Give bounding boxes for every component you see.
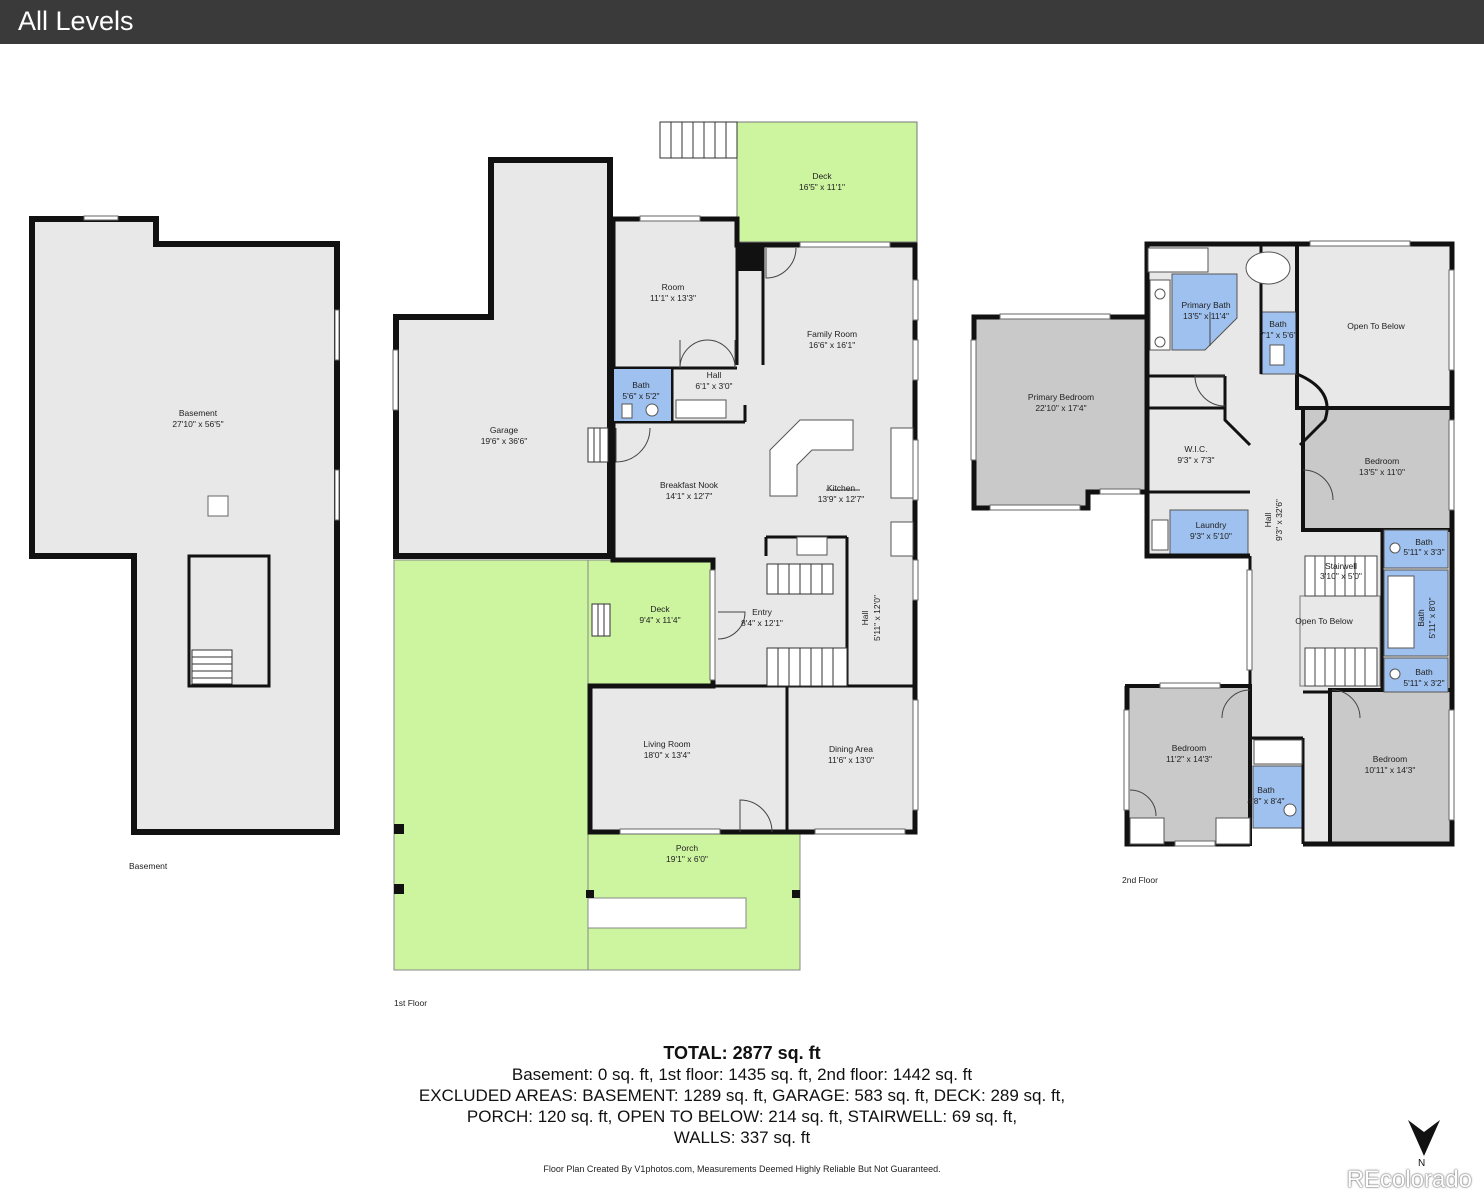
watermark-logo: REcolorado (1346, 1166, 1472, 1193)
summary-line-3: PORCH: 120 sq. ft, OPEN TO BELOW: 214 sq… (466, 1107, 1018, 1126)
bath-d-area (1252, 765, 1304, 829)
basement-area (29, 216, 340, 835)
room-name-deck-mid: Deck (650, 604, 670, 614)
room-size-bedroom-1: 13'5" x 11'0" (1359, 467, 1405, 477)
room-name-bath-b: Bath (1416, 609, 1426, 627)
room-size-entry: 8'4" x 12'1" (741, 618, 783, 628)
room-size-bath-c: 5'11" x 3'2" (1403, 678, 1444, 688)
room-size-deck-mid: 9'4" x 11'4" (639, 615, 680, 625)
room-size-bedroom-3: 10'11" x 14'3" (1365, 765, 1416, 775)
first-floor-plan: Deck 16'5" x 11'1" Room 11'1" x 13'3" Fa… (392, 121, 919, 1008)
room-name-dining: Dining Area (829, 744, 873, 754)
floor-label-second: 2nd Floor (1122, 875, 1158, 885)
primary-bath-area (1171, 273, 1238, 351)
compass-north-icon: N (1408, 1120, 1440, 1168)
room-name-hall: Hall (707, 370, 722, 380)
compass-letter: N (1418, 1158, 1425, 1168)
floor-label-basement: Basement (129, 861, 168, 871)
title-bar: All Levels (0, 0, 1484, 44)
plan-credit: Floor Plan Created By V1photos.com, Meas… (543, 1164, 941, 1174)
garage-area (393, 157, 613, 559)
room-name-stairwell: Stairwell (1325, 561, 1357, 571)
room-name-open-2: Open To Below (1295, 616, 1353, 626)
basement-stairs (191, 649, 233, 685)
room-name-bath-small: Bath (1269, 319, 1287, 329)
room-name-garage: Garage (490, 425, 519, 435)
room-size-bath-a: 5'11" x 3'3" (1403, 547, 1444, 557)
bedroom-1-area (1301, 406, 1454, 532)
room-name-bath: Bath (632, 380, 650, 390)
room-size-porch: 19'1" x 6'0" (666, 854, 708, 864)
room-size-wic: 9'3" x 7'3" (1177, 455, 1214, 465)
room-name-room: Room (662, 282, 685, 292)
room-name-bath-d: Bath (1257, 785, 1275, 795)
room-name-family: Family Room (807, 329, 857, 339)
room-size-bath-d: 4'8" x 8'4" (1247, 796, 1284, 806)
room-size-bedroom-2: 11'2" x 14'3" (1166, 754, 1212, 764)
room-size-nook: 14'1" x 12'7" (666, 491, 713, 501)
room-name-hall-2f: Hall (1263, 513, 1273, 528)
room-size-hall2: 5'11" x 12'0" (872, 595, 882, 641)
summary-line-4: WALLS: 337 sq. ft (673, 1128, 811, 1147)
room-size-garage: 19'6" x 36'6" (481, 436, 528, 446)
room-size-bath-small: 7'1" x 5'6" (1259, 330, 1296, 340)
laundry-area (1169, 509, 1249, 557)
room-size-dining: 11'6" x 13'0" (828, 755, 874, 765)
room-name-hall2: Hall (860, 611, 870, 626)
room-name-primary-bedroom: Primary Bedroom (1028, 392, 1094, 402)
summary-line-1: Basement: 0 sq. ft, 1st floor: 1435 sq. … (511, 1065, 973, 1084)
room-name-kitchen: Kitchen (827, 483, 856, 493)
room-name-wic: W.I.C. (1184, 444, 1207, 454)
room-name-laundry: Laundry (1196, 520, 1227, 530)
room-name-basement: Basement (179, 408, 218, 418)
floor-plan-drawing: Basement 27'10" x 56'5" Basement (29, 121, 1455, 1008)
room-name-bedroom-3: Bedroom (1373, 754, 1408, 764)
page-title: All Levels (18, 6, 134, 36)
room-name-deck-top: Deck (812, 171, 832, 181)
main-house-area (587, 216, 918, 835)
yard-area (393, 559, 591, 971)
room-name-bath-a: Bath (1415, 537, 1433, 547)
basement-plan: Basement 27'10" x 56'5" Basement (29, 215, 340, 871)
room-size-living: 18'0" x 13'4" (644, 750, 691, 760)
room-size-primary-bedroom: 22'10" x 17'4" (1035, 403, 1086, 413)
room-size-bath: 5'6" x 5'2" (622, 391, 659, 401)
room-size-kitchen: 13'9" x 12'7" (818, 494, 865, 504)
room-name-primary-bath: Primary Bath (1181, 300, 1230, 310)
room-name-nook: Breakfast Nook (660, 480, 719, 490)
room-size-bath-b: 5'11" x 8'0" (1427, 597, 1437, 638)
room-name-bedroom-1: Bedroom (1365, 456, 1400, 466)
room-size-room: 11'1" x 13'3" (650, 293, 696, 303)
bedroom-3-area (1328, 688, 1454, 846)
summary-total: TOTAL: 2877 sq. ft (663, 1043, 821, 1063)
floor-label-first: 1st Floor (394, 998, 427, 1008)
summary-line-2: EXCLUDED AREAS: BASEMENT: 1289 sq. ft, G… (418, 1086, 1066, 1105)
room-size-basement: 27'10" x 56'5" (172, 419, 223, 429)
room-name-bedroom-2: Bedroom (1172, 743, 1207, 753)
room-size-family: 16'6" x 16'1" (809, 340, 856, 350)
room-name-entry: Entry (752, 607, 773, 617)
room-size-deck-top: 16'5" x 11'1" (799, 182, 845, 192)
room-size-hall: 6'1" x 3'0" (695, 381, 732, 391)
room-size-stairwell: 3'10" x 5'0" (1320, 571, 1362, 581)
room-name-living: Living Room (643, 739, 690, 749)
room-name-porch: Porch (676, 843, 698, 853)
second-floor-plan: Primary Bath 13'5" x 11'4" Bath 7'1" x 5… (970, 240, 1455, 885)
room-size-primary-bath: 13'5" x 11'4" (1183, 311, 1229, 321)
area-summary: TOTAL: 2877 sq. ft Basement: 0 sq. ft, 1… (0, 1042, 1484, 1148)
room-size-laundry: 9'3" x 5'10" (1190, 531, 1232, 541)
room-name-open-1: Open To Below (1347, 321, 1405, 331)
room-name-bath-c: Bath (1415, 667, 1433, 677)
room-size-hall-2f: 9'3" x 32'6" (1274, 499, 1284, 541)
